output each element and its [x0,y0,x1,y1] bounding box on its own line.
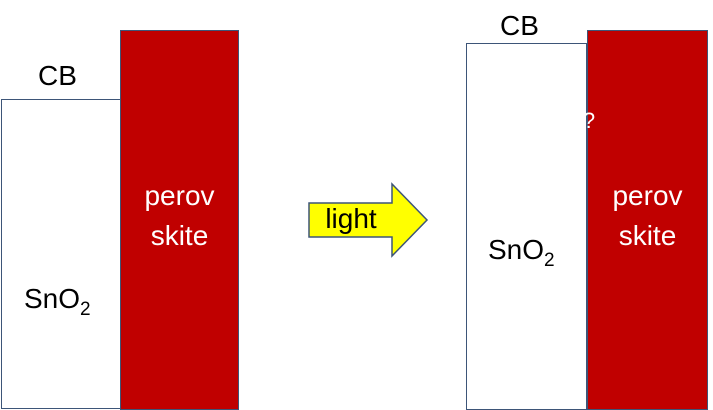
left-perovskite-label: perov skite [120,176,239,256]
light-arrow-shape [308,182,429,258]
light-arrow-label: light [325,203,377,234]
right-sno2-subscript: 2 [544,250,555,271]
left-perovskite-block [120,30,239,410]
left-perovskite-line1: perov [144,180,215,211]
question-mark: ? [582,108,596,133]
right-cb-label: CB [500,10,539,41]
right-sno2-label: SnO2 [488,234,555,271]
right-perovskite-label: perov skite [587,176,708,256]
left-sno2-subscript: 2 [80,299,91,320]
left-perovskite-line2: skite [150,220,209,251]
right-perovskite-line2: skite [618,220,677,251]
left-sno2-label: SnO2 [24,283,91,320]
left-sno2-main: SnO [24,283,81,314]
right-perovskite-line1: perov [612,180,683,211]
left-cb-label: CB [38,60,77,91]
right-sno2-block [466,43,587,410]
right-perovskite-block [587,30,708,410]
left-sno2-block [1,99,123,409]
right-sno2-main: SnO [488,234,545,265]
